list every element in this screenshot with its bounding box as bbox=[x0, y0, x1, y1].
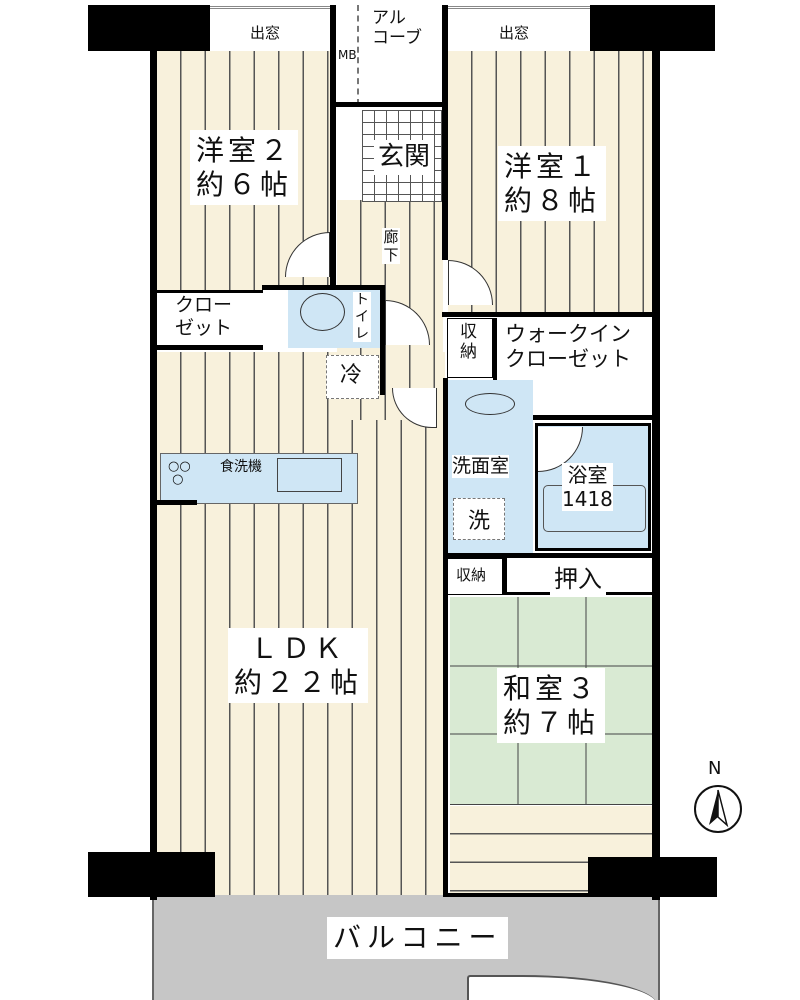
alcove bbox=[357, 5, 443, 105]
room-name: ＬＤＫ bbox=[250, 632, 347, 665]
kitchen-counter bbox=[160, 453, 358, 504]
room-name: 和室３ bbox=[503, 672, 600, 705]
wall bbox=[262, 285, 382, 290]
bath-size: 1418 bbox=[562, 487, 613, 511]
room-name: 浴室 bbox=[567, 463, 608, 487]
entrance-label: 玄関 bbox=[374, 140, 435, 176]
washroom-label: 洗面室 bbox=[452, 455, 510, 478]
washroom-sink bbox=[465, 393, 515, 415]
wall bbox=[157, 500, 197, 505]
room-name: 洋室２ bbox=[196, 134, 293, 167]
balcony-label: バルコニー bbox=[327, 917, 509, 959]
storage-1-label: 収 納 bbox=[460, 322, 477, 363]
ldk-floor bbox=[157, 352, 445, 895]
pillar-top-left bbox=[88, 5, 210, 51]
wall bbox=[330, 5, 336, 290]
mb-label: MB bbox=[338, 48, 357, 62]
pillar-bottom-right bbox=[588, 857, 717, 897]
bay-window-left-label: 出窓 bbox=[250, 24, 281, 42]
room-name: 洋室１ bbox=[504, 150, 601, 183]
room-size: 約８帖 bbox=[504, 183, 601, 217]
toilet-label: トイレ bbox=[353, 292, 371, 343]
oshiire-label: 押入 bbox=[550, 563, 606, 596]
wall bbox=[443, 893, 655, 897]
alcove-label: アル コーブ bbox=[372, 8, 422, 49]
sink bbox=[277, 458, 342, 492]
pillar-bottom-left bbox=[88, 852, 215, 897]
room-size: 約６帖 bbox=[196, 167, 293, 201]
storage-2-label: 収納 bbox=[456, 566, 487, 584]
corridor-label: 廊下 bbox=[382, 228, 400, 264]
wall bbox=[380, 285, 385, 395]
wall bbox=[335, 102, 443, 107]
wall bbox=[150, 50, 157, 900]
wall bbox=[447, 553, 655, 558]
wall bbox=[442, 312, 655, 317]
washer-label: 洗 bbox=[464, 507, 495, 538]
room-size: 約２２帖 bbox=[234, 665, 363, 699]
bay-window-right bbox=[448, 6, 590, 51]
pillar-top-right bbox=[590, 5, 715, 51]
wall bbox=[443, 378, 448, 895]
bay-window-right-label: 出窓 bbox=[499, 24, 530, 42]
compass-label: N bbox=[708, 758, 722, 779]
dishwasher-label: 食洗機 bbox=[220, 459, 262, 475]
wall bbox=[652, 50, 660, 900]
room-size: 約７帖 bbox=[503, 705, 600, 739]
bay-window-left bbox=[210, 6, 330, 51]
walk-in-closet-label: ウォークイン クローゼット bbox=[505, 322, 631, 373]
japanese-room-veranda bbox=[450, 806, 655, 895]
compass-icon bbox=[694, 785, 742, 833]
toilet-fixture bbox=[300, 293, 345, 331]
closet-label: クロー ゼット bbox=[175, 294, 233, 340]
wall bbox=[442, 5, 448, 260]
fridge-label: 冷 bbox=[336, 361, 367, 392]
stove-icon: ○○ ○ bbox=[168, 459, 191, 487]
